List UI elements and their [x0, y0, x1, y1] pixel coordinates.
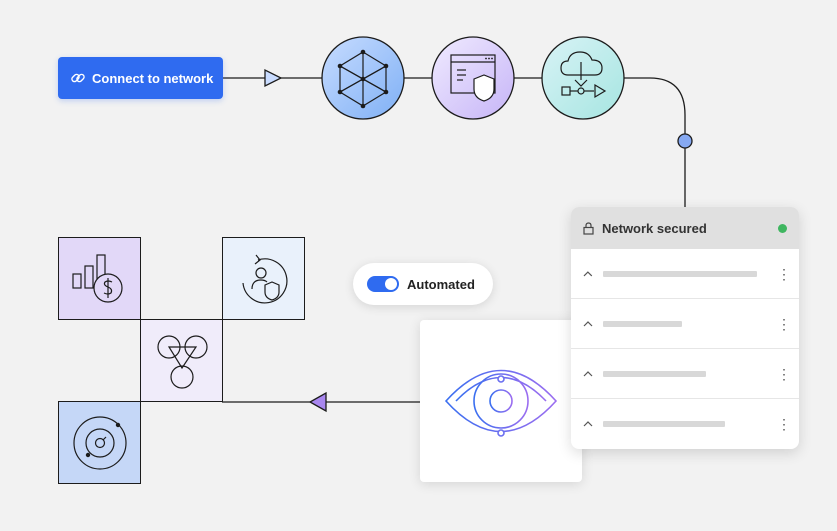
- lock-icon: [583, 221, 594, 235]
- network-secured-panel: Network secured ⋮ ⋮ ⋮ ⋮: [571, 207, 799, 449]
- placeholder-bar: [603, 421, 725, 427]
- network-panel-title: Network secured: [602, 220, 707, 236]
- flow-arrow-left: [308, 391, 327, 413]
- finance-chart-icon: [72, 254, 123, 303]
- flow-arrow: [264, 68, 283, 88]
- toggle-label: Automated: [407, 276, 475, 292]
- list-item[interactable]: ⋮: [571, 299, 799, 349]
- list-item[interactable]: ⋮: [571, 399, 799, 449]
- kebab-icon[interactable]: ⋮: [777, 416, 791, 432]
- list-item[interactable]: ⋮: [571, 349, 799, 399]
- eye-card: [420, 320, 582, 482]
- chevron-up-icon[interactable]: [583, 270, 593, 278]
- orbit-tile[interactable]: [58, 401, 141, 484]
- network-circles-icon: [157, 335, 208, 389]
- placeholder-bar: [602, 270, 757, 277]
- kebab-icon[interactable]: ⋮: [777, 365, 791, 382]
- status-indicator: [778, 223, 787, 233]
- orbit-icon: [73, 416, 127, 470]
- chevron-up-icon[interactable]: [583, 370, 593, 378]
- user-protect-icon: [242, 254, 288, 304]
- cloud-flow-icon: [541, 36, 625, 120]
- placeholder-bar: [603, 370, 706, 377]
- link-icon: [71, 73, 85, 83]
- chevron-up-icon[interactable]: [583, 320, 593, 328]
- secure-browser-icon: [431, 36, 515, 120]
- finance-tile[interactable]: [58, 237, 141, 320]
- list-item[interactable]: ⋮: [571, 249, 799, 299]
- chevron-up-icon[interactable]: [583, 420, 593, 428]
- kebab-icon[interactable]: ⋮: [777, 315, 791, 332]
- user-protect-tile[interactable]: [222, 237, 305, 320]
- placeholder-bar: [603, 320, 682, 327]
- network-panel-header: Network secured: [571, 207, 799, 249]
- network-graph-icon: [321, 36, 405, 120]
- kebab-icon[interactable]: ⋮: [777, 265, 791, 282]
- connect-to-network-button[interactable]: Connect to network: [58, 57, 223, 99]
- toggle-switch[interactable]: [367, 276, 399, 292]
- automated-toggle[interactable]: Automated: [353, 263, 493, 305]
- eye-icon: [444, 369, 558, 437]
- flow-node-dot: [677, 133, 693, 149]
- network-circles-tile[interactable]: [140, 319, 223, 402]
- connect-button-label: Connect to network: [92, 70, 214, 86]
